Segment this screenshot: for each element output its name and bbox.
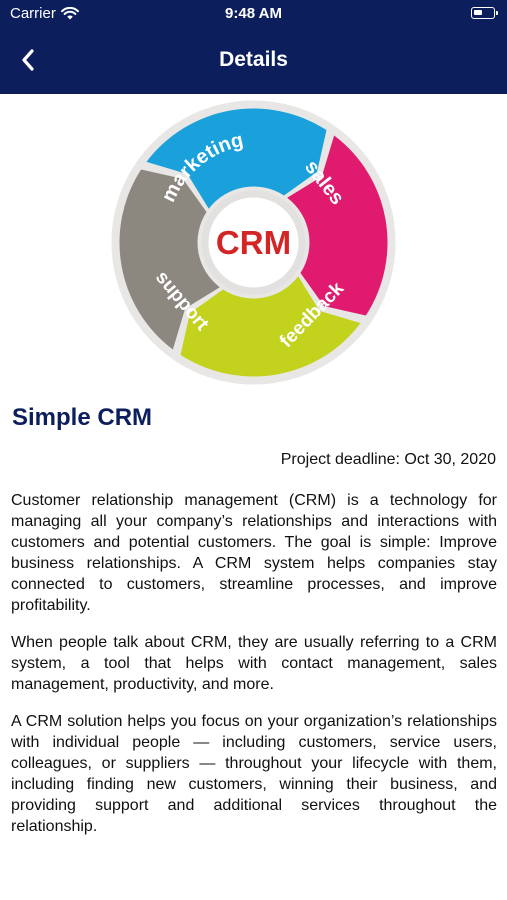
status-time: 9:48 AM xyxy=(225,5,282,22)
description-paragraph: A CRM solution helps you focus on your o… xyxy=(11,713,497,835)
project-deadline: Project deadline: Oct 30, 2020 xyxy=(280,451,496,468)
description-paragraph: Customer relationship management (CRM) i… xyxy=(11,492,497,614)
status-bar: Carrier 9:48 AM xyxy=(0,0,507,28)
segment-support xyxy=(119,169,220,350)
carrier-label: Carrier xyxy=(10,5,56,22)
crm-cycle-image: CRM marketing sales feedback support xyxy=(111,100,396,385)
carrier-indicator: Carrier xyxy=(10,5,79,22)
project-description: Customer relationship management (CRM) i… xyxy=(11,490,497,853)
battery-icon xyxy=(471,7,498,19)
crm-center-label: CRM xyxy=(216,224,291,261)
segment-feedback xyxy=(180,276,361,377)
project-name: Simple CRM xyxy=(12,404,153,431)
wifi-icon xyxy=(60,7,79,20)
description-paragraph: When people talk about CRM, they are usu… xyxy=(11,634,497,693)
segment-sales xyxy=(287,135,388,316)
segment-marketing xyxy=(146,108,327,209)
chevron-left-icon xyxy=(22,49,34,71)
page-title: Details xyxy=(219,48,288,71)
back-button[interactable] xyxy=(10,42,46,78)
navigation-bar: Details xyxy=(0,28,507,94)
